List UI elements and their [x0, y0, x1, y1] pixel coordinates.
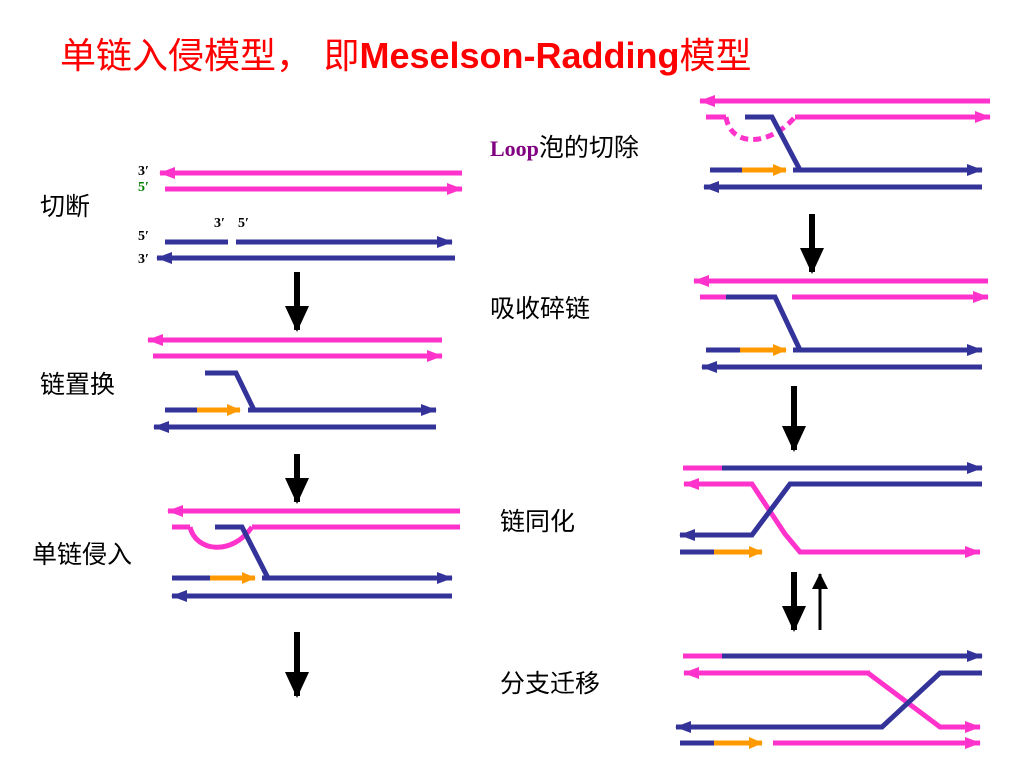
end-label-top-5prime: 5′	[138, 180, 149, 195]
label-strand-invasion: 单链侵入	[32, 540, 133, 569]
strand-pink-descending	[866, 671, 981, 733]
end-label-bottom-5prime: 5′	[138, 229, 149, 244]
invading-strand	[726, 294, 803, 352]
end-label-bottom-3prime: 3′	[138, 252, 149, 267]
label-loop-excision: Loop泡的切除	[490, 131, 639, 166]
title-suffix: 模型	[679, 36, 752, 77]
label-strand-assimilation: 链同化	[500, 507, 576, 536]
strand-blue-crossing	[679, 481, 982, 541]
stage-loop-excision	[699, 95, 991, 193]
stage-displacement	[147, 334, 443, 433]
strand-pink-crossing	[736, 481, 981, 558]
label-loop-word: Loop	[490, 136, 539, 161]
strand-blue-crossing	[675, 670, 982, 733]
end-label-nick-3prime: 3′	[214, 216, 225, 231]
invading-strand	[215, 524, 271, 580]
page-title: 单链入侵模型， 即Meselson-Radding模型	[60, 26, 752, 86]
stage-assimilation	[679, 462, 983, 558]
label-cut: 切断	[40, 192, 91, 221]
title-model-name: Meselson-Radding	[359, 35, 680, 76]
title-prefix: 单链入侵模型， 即	[60, 36, 360, 77]
displaced-strand	[205, 370, 257, 412]
label-loop-rest: 泡的切除	[538, 133, 639, 162]
end-label-top-3prime: 3′	[138, 164, 149, 179]
invading-strand	[745, 114, 803, 172]
stage-branch-migration	[675, 650, 983, 749]
stage-invasion	[167, 505, 460, 602]
label-strand-displacement: 链置换	[40, 370, 116, 399]
label-absorb-fragment: 吸收碎链	[490, 294, 591, 323]
stage-cut	[156, 167, 463, 264]
label-branch-migration: 分支迁移	[500, 669, 601, 698]
stage-absorb-fragment	[693, 275, 989, 373]
end-label-nick-5prime: 5′	[238, 216, 249, 231]
